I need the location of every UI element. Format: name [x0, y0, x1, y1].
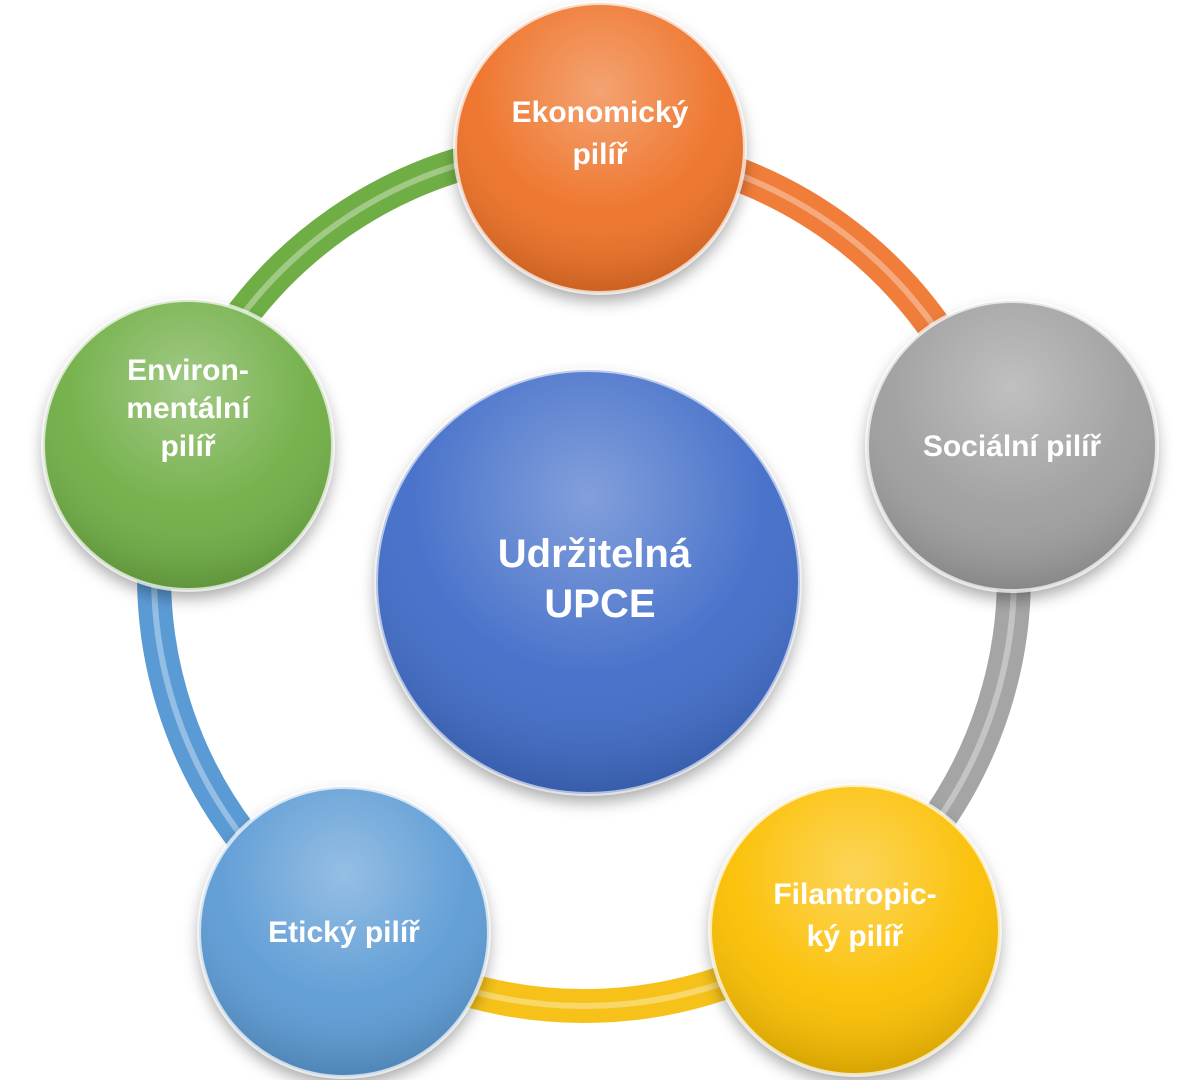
- pillar-label: Sociální pilíř: [923, 430, 1102, 463]
- pillar-label: Filantropic-ký pilíř: [773, 878, 936, 953]
- pillar-label-line: mentální: [126, 392, 251, 425]
- pillar-label-line: pilíř: [160, 430, 215, 463]
- pillar-gloss: [197, 785, 491, 1079]
- pillar-label: Etický pilíř: [268, 916, 420, 949]
- pillar-node-philanthropic: Filantropic-ký pilíř: [708, 783, 1002, 1077]
- pillar-label-line: ký pilíř: [807, 920, 904, 953]
- center-title: Udržitelná UPCE: [498, 532, 702, 626]
- pillar-gloss: [41, 298, 335, 592]
- pillar-gloss: [453, 1, 747, 295]
- pillar-label: Environ-mentální pilíř: [126, 354, 251, 463]
- center-node: Udržitelná UPCE: [374, 368, 802, 796]
- pillar-label-line: Etický pilíř: [268, 916, 420, 949]
- center-title-line: UPCE: [544, 582, 655, 626]
- pillar-node-environmental: Environ-mentální pilíř: [41, 298, 335, 592]
- pillar-label-line: Ekonomický: [512, 96, 689, 129]
- pillar-gloss: [865, 299, 1159, 593]
- pillar-node-economic: Ekonomický pilíř: [453, 1, 747, 295]
- pillar-label-line: Filantropic-: [773, 878, 936, 911]
- pillar-node-social: Sociální pilíř: [865, 299, 1159, 593]
- center-title-line: Udržitelná: [498, 532, 692, 576]
- pillar-label-line: Environ-: [127, 354, 249, 387]
- pillar-label: Ekonomický pilíř: [512, 96, 689, 171]
- pillar-node-ethical: Etický pilíř: [197, 785, 491, 1079]
- pillar-label-line: pilíř: [572, 138, 627, 171]
- pillar-gloss: [708, 783, 1002, 1077]
- pillar-label-line: Sociální pilíř: [923, 430, 1102, 463]
